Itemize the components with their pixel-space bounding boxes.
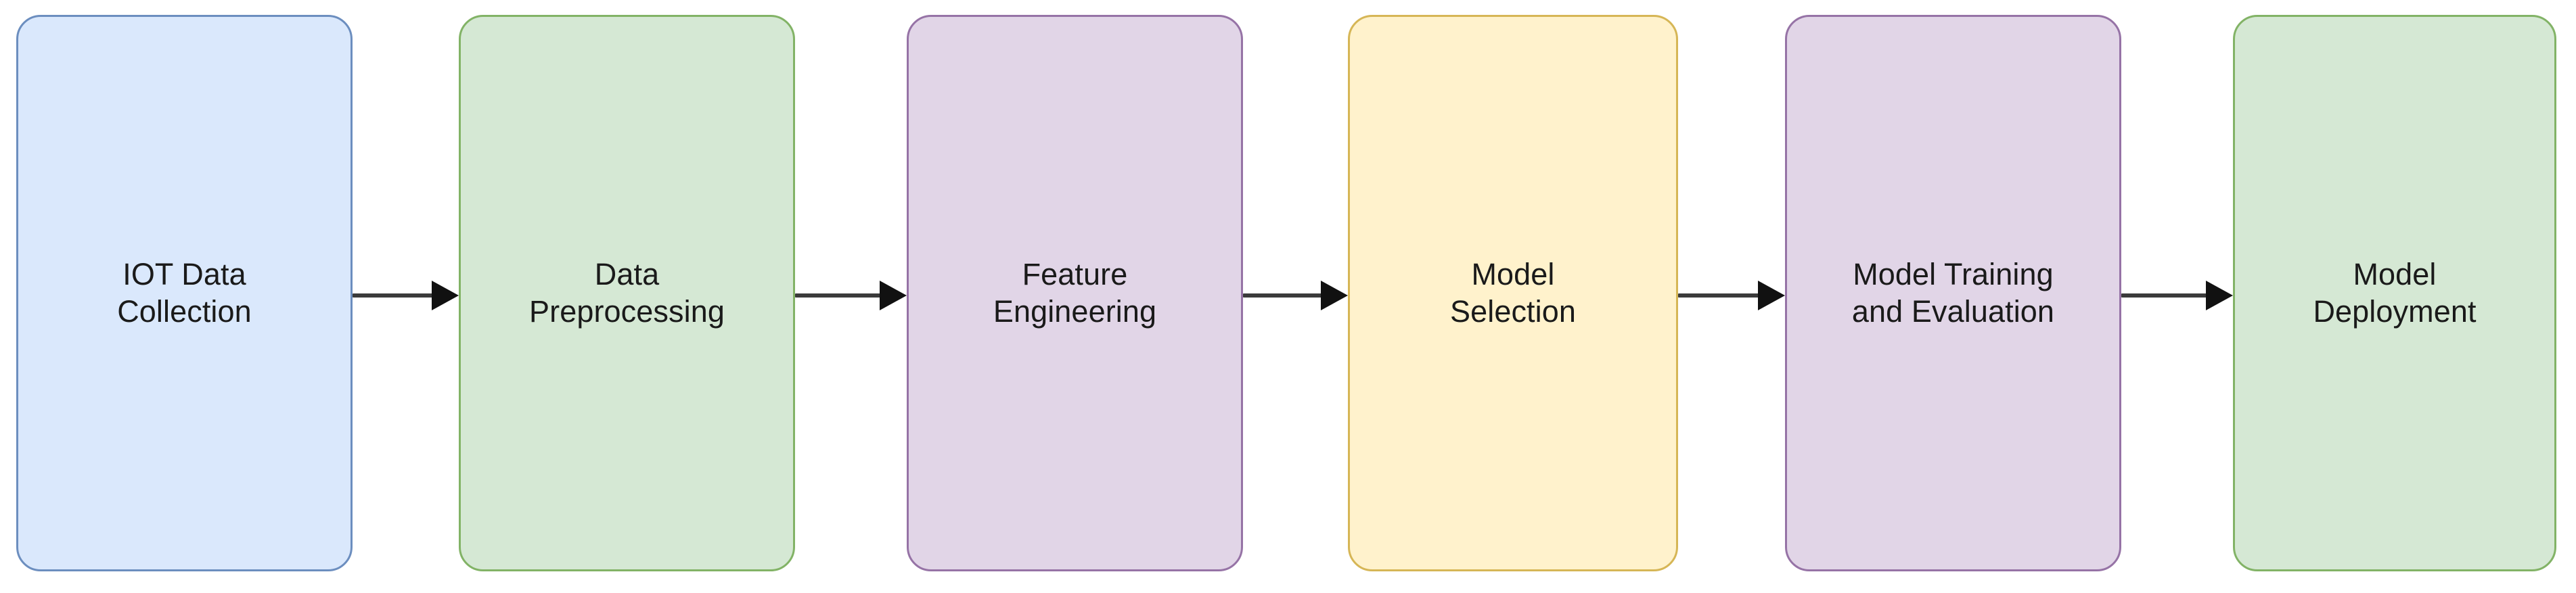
edge-line xyxy=(1243,293,1325,298)
node-label-data-preprocessing: Data Preprocessing xyxy=(529,256,725,329)
node-model-deployment[interactable]: Model Deployment xyxy=(2233,15,2556,571)
edge-line xyxy=(795,293,884,298)
edge-arrow-model-training-and-evaluation-to-model-deployment xyxy=(2121,281,2233,310)
node-model-training-and-evaluation[interactable]: Model Training and Evaluation xyxy=(1785,15,2121,571)
node-label-model-deployment: Model Deployment xyxy=(2313,256,2477,329)
arrowhead-icon xyxy=(2206,281,2233,310)
node-model-selection[interactable]: Model Selection xyxy=(1348,15,1678,571)
node-label-feature-engineering: Feature Engineering xyxy=(993,256,1157,329)
arrowhead-icon xyxy=(880,281,907,310)
arrowhead-icon xyxy=(1758,281,1785,310)
edge-arrow-iot-data-collection-to-data-preprocessing xyxy=(353,281,459,310)
edge-line xyxy=(1678,293,1762,298)
arrowhead-icon xyxy=(432,281,459,310)
edge-line xyxy=(2121,293,2210,298)
arrowhead-icon xyxy=(1321,281,1348,310)
node-feature-engineering[interactable]: Feature Engineering xyxy=(907,15,1243,571)
node-iot-data-collection[interactable]: IOT Data Collection xyxy=(16,15,353,571)
edge-arrow-data-preprocessing-to-feature-engineering xyxy=(795,281,907,310)
edge-line xyxy=(353,293,436,298)
node-label-model-training-and-evaluation: Model Training and Evaluation xyxy=(1851,256,2055,329)
edge-arrow-model-selection-to-model-training-and-evaluation xyxy=(1678,281,1785,310)
node-data-preprocessing[interactable]: Data Preprocessing xyxy=(459,15,795,571)
node-label-iot-data-collection: IOT Data Collection xyxy=(117,256,252,329)
node-label-model-selection: Model Selection xyxy=(1449,256,1577,329)
edge-arrow-feature-engineering-to-model-selection xyxy=(1243,281,1348,310)
